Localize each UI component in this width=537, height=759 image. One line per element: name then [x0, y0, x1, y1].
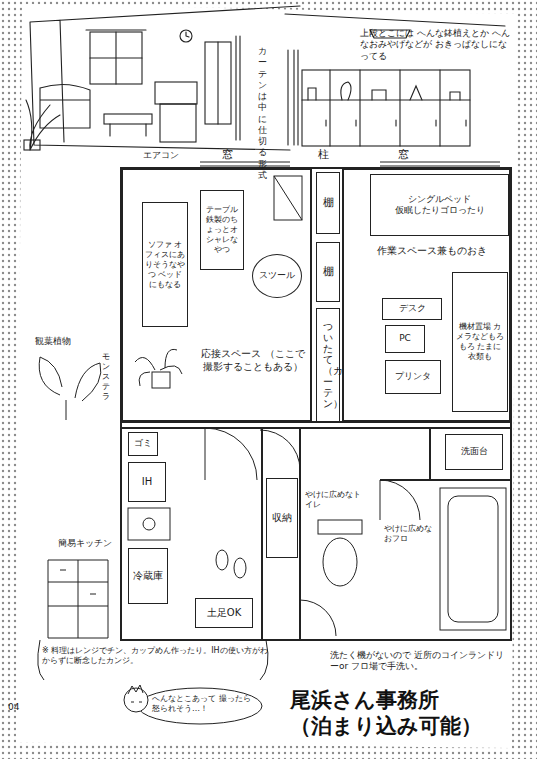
node-label: ソファ オフィスにありそうなやつ ベッドにもなる — [145, 240, 185, 290]
label-slot: 窓 — [222, 148, 242, 162]
node-label: IH — [142, 476, 152, 489]
furniture-box: シングルベッド仮眠したりゴロったり — [370, 174, 509, 236]
node-label: スツール — [259, 270, 295, 281]
node-label: 棚 — [323, 197, 334, 209]
furniture-box: 収納 — [266, 478, 298, 558]
furniture-box: 土足OK — [195, 598, 253, 628]
furniture-box: 機材置場 カメラなどもろもろ たまに衣類も — [452, 272, 508, 412]
note-label: やけに広めなおフロ — [384, 524, 436, 544]
label-slot: 04 — [8, 702, 28, 713]
plan-walls — [121, 168, 511, 640]
stool-circle: スツール — [252, 254, 302, 298]
node-label: PC — [399, 333, 411, 344]
room: 作業スペース兼ものおき シングルベッド仮眠したりゴロったりデスク PC プリンタ 機材置… — [342, 168, 511, 422]
label-slot: モンステラ — [102, 352, 110, 402]
node-label: シングルベッド — [408, 194, 471, 205]
label-slot: やけに広めなトイレ — [305, 490, 367, 510]
furniture-box: プリンタ — [385, 360, 441, 394]
node-label: 土足OK — [207, 607, 241, 620]
furniture-box: PC — [385, 325, 425, 353]
label-slot: エアコン — [143, 150, 193, 161]
note-label: へんなとこあって 撮ったら怒られそう…！ — [152, 694, 252, 714]
note-label: 窓 — [398, 148, 418, 162]
node-note: 仮眠したりゴロったり — [395, 205, 485, 216]
note-label: エアコン — [143, 150, 193, 161]
furniture-box: デスク — [382, 298, 442, 320]
node-label: ついたて（カーテン） — [323, 321, 333, 409]
furniture-box: 洗面台 — [445, 434, 503, 470]
node-label: テーブル 鉄製のちょっとオシャレなやつ — [203, 205, 241, 255]
label-slot: 観葉植物 — [35, 336, 95, 347]
furniture-box: 冷蔵庫 — [128, 548, 168, 604]
furniture-box: ついたて（カーテン） — [316, 308, 340, 422]
note-label: 簡易キッチン — [58, 538, 120, 549]
node-label: 冷蔵庫 — [133, 570, 163, 583]
note-label: やけに広めなトイレ — [305, 490, 367, 510]
node-label: 作業スペース兼ものおき — [359, 245, 504, 258]
note-label: カーテンは中に仕切る形式 — [258, 46, 267, 181]
note-label: 柱 — [318, 148, 338, 162]
page-title: 尾浜さん事務所 （泊まり込み可能） — [290, 688, 512, 739]
furniture-box: ゴミ — [128, 432, 158, 456]
furniture-box: テーブル 鉄製のちょっとオシャレなやつ — [200, 190, 244, 270]
node-label: プリンタ — [395, 371, 431, 382]
label-slot: カーテンは中に仕切る形式 — [258, 46, 267, 181]
note-label: 洗たく機がないので 近所のコインランドリーor フロ場で手洗い。 — [330, 650, 510, 673]
room: 応接スペース （ここで撮影することもある） ソファ オフィスにありそうなやつ ベッ… — [121, 168, 312, 422]
label-slot: 上段とこには へんな鉢植えとか へんなおみやげなどが おきっぱなしになってる — [360, 28, 510, 62]
label-slot: 柱 — [318, 148, 338, 162]
label-slot: ※ 料理はレンジでチン、カップめん作ったり。IHの使い方がわからずに断念したカン… — [42, 646, 270, 666]
plan-details — [38, 160, 506, 724]
node-label: ゴミ — [134, 438, 152, 449]
paper-sheet — [16, 4, 516, 748]
label-slot: やけに広めなおフロ — [384, 524, 436, 544]
node-label: 収納 — [272, 512, 292, 525]
label-slot: 尾浜さん事務所 （泊まり込み可能） — [290, 688, 512, 739]
furniture-box: 棚 — [316, 242, 340, 302]
label-slot: 窓 — [398, 148, 418, 162]
node-label: 機材置場 カメラなどもろもろ たまに衣類も — [455, 322, 505, 362]
label-slot: 洗たく機がないので 近所のコインランドリーor フロ場で手洗い。 — [330, 650, 510, 673]
note-label: 上段とこには へんな鉢植えとか へんなおみやげなどが おきっぱなしになってる — [360, 28, 510, 62]
note-label: 04 — [8, 702, 28, 713]
note-label: モンステラ — [102, 352, 110, 402]
note-label: ※ 料理はレンジでチン、カップめん作ったり。IHの使い方がわからずに断念したカン… — [42, 646, 270, 666]
node-label: デスク — [399, 303, 426, 314]
label-slot: 簡易キッチン — [58, 538, 120, 549]
node-label: 応接スペース （ここで撮影することもある） — [198, 348, 308, 373]
furniture-box: ソファ オフィスにありそうなやつ ベッドにもなる — [142, 202, 188, 327]
furniture-box: 棚 — [316, 172, 340, 234]
node-label: 棚 — [323, 266, 334, 278]
note-label: 窓 — [222, 148, 242, 162]
note-label: 観葉植物 — [35, 336, 95, 347]
node-label: 洗面台 — [461, 446, 488, 457]
furniture-box: IH — [128, 462, 166, 502]
label-slot: へんなとこあって 撮ったら怒られそう…！ — [152, 694, 252, 714]
